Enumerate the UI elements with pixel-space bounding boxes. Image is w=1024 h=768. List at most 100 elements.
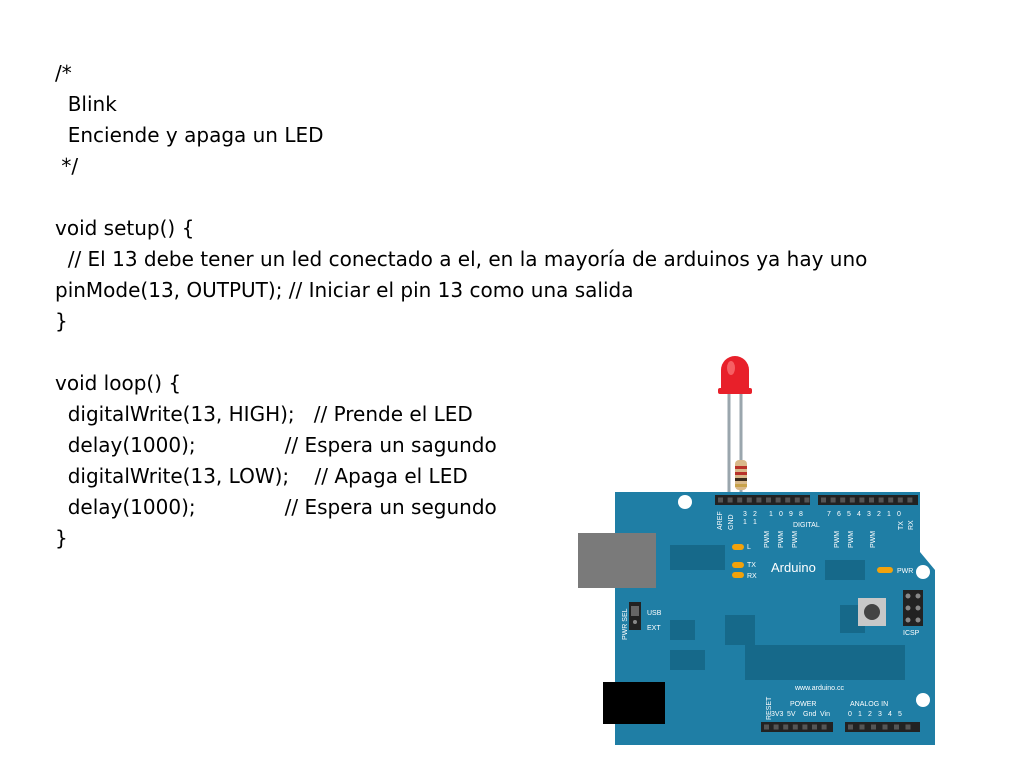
led-l-label: L — [747, 544, 751, 551]
header-pin-hole — [746, 497, 752, 503]
icsp-label: ICSP — [903, 630, 920, 637]
analog-in-label: ANALOG IN — [850, 701, 888, 708]
reset-label: RESET — [766, 696, 773, 720]
header-pin-hole — [794, 497, 800, 503]
usb-port — [578, 533, 656, 588]
pin-number-label: 1 — [769, 511, 773, 518]
led-l-indicator — [732, 544, 744, 550]
led-rx-label: RX — [747, 573, 757, 580]
arduino-board-diagram: Arduino www.arduino.cc DIGITAL L TX RX P… — [578, 356, 935, 745]
analog-pin-label: 3 — [878, 711, 882, 718]
header-pin-hole — [859, 497, 865, 503]
resistor-icon — [735, 460, 747, 490]
led-tx-indicator — [732, 562, 744, 568]
code-line: delay(1000); // Espera un sagundo — [55, 433, 497, 457]
header-pin-hole — [821, 497, 826, 503]
power-pin-label: Gnd — [803, 711, 816, 718]
pin-number-label: 3 — [743, 511, 747, 518]
header-pin-hole — [882, 724, 888, 730]
pwm-label: PWM — [778, 531, 785, 548]
pin-number-label: 0 — [897, 511, 901, 518]
code-line: /* — [55, 61, 72, 85]
pwm-label: PWM — [834, 531, 841, 548]
header-pin-hole — [764, 724, 769, 730]
mounting-hole — [678, 495, 692, 509]
pwr-sel-label: PWR SEL — [622, 608, 629, 640]
board-traces — [670, 545, 905, 680]
header-pin-hole — [830, 497, 836, 503]
code-line: Blink — [55, 92, 117, 116]
analog-pin-label: 2 — [868, 711, 872, 718]
code-line: } — [55, 309, 68, 333]
pin-number-label: 9 — [789, 511, 793, 518]
header-pin-hole — [727, 497, 733, 503]
header-pin-hole — [737, 497, 743, 503]
header-pin-hole — [756, 497, 762, 503]
icsp-pins — [905, 593, 921, 623]
code-line: */ — [55, 154, 79, 178]
code-line: void setup() { — [55, 216, 195, 240]
arduino-logo: Arduino — [771, 560, 816, 575]
pwr-sel-jumper — [629, 602, 641, 630]
header-pin-hole — [766, 497, 771, 503]
header-pin-hole — [718, 497, 723, 503]
pin-number-label: 4 — [857, 511, 861, 518]
header-pin-hole — [775, 497, 781, 503]
header-pin-hole — [894, 724, 899, 730]
icsp-header — [903, 590, 923, 626]
header-pin-hole — [907, 497, 913, 503]
pwm-label: PWM — [848, 531, 855, 548]
code-line: // El 13 debe tener un led conectado a e… — [55, 247, 868, 271]
reset-button-icon — [858, 598, 886, 626]
pin-number-label: 0 — [779, 511, 783, 518]
power-pin-label: 3V3 — [771, 711, 784, 718]
gnd-label: GND — [728, 514, 735, 530]
header-pin-hole — [773, 724, 779, 730]
code-line: digitalWrite(13, HIGH); // Prende el LED — [55, 402, 473, 426]
header-pin-hole — [848, 724, 853, 730]
pwm-label: PWM — [764, 531, 771, 548]
arduino-illustration: Arduino www.arduino.cc DIGITAL L TX RX P… — [575, 350, 935, 745]
code-line: Enciende y apaga un LED — [55, 123, 324, 147]
pwm-label: PWM — [792, 531, 799, 548]
pin-number-label: 3 — [867, 511, 871, 518]
header-pin-hole — [888, 497, 894, 503]
code-line — [55, 182, 955, 213]
pin-number-label: 1 — [743, 519, 747, 526]
led-rx-indicator — [732, 572, 744, 578]
led-tx-label: TX — [747, 562, 756, 569]
pin-number-label: 5 — [847, 511, 851, 518]
mounting-hole — [916, 565, 930, 579]
header-pin-hole — [804, 497, 810, 503]
code-line: digitalWrite(13, LOW); // Apaga el LED — [55, 464, 468, 488]
code-line: } — [55, 526, 68, 550]
header-pin-hole — [849, 497, 855, 503]
header-pin-hole — [840, 497, 846, 503]
led-pwr-indicator — [877, 567, 893, 573]
digital-header-right — [818, 495, 918, 505]
rx-pin-label: RX — [908, 520, 915, 530]
header-pin-hole — [859, 724, 865, 730]
digital-label: DIGITAL — [793, 522, 820, 529]
mounting-hole — [916, 693, 930, 707]
pin-number-label: 1 — [753, 519, 757, 526]
pin-number-label: 7 — [827, 511, 831, 518]
power-pin-label: 5V — [787, 711, 796, 718]
code-line: void loop() { — [55, 371, 182, 395]
power-jack — [603, 682, 665, 724]
code-line: delay(1000); // Espera un segundo — [55, 495, 497, 519]
header-pins — [764, 724, 911, 730]
ext-label: EXT — [647, 625, 661, 632]
power-pin-label: Vin — [820, 711, 830, 718]
red-led-icon — [718, 356, 752, 394]
pin-number-label: 2 — [877, 511, 881, 518]
analog-pin-label: 4 — [888, 711, 892, 718]
header-pin-hole — [905, 724, 911, 730]
header-pin-hole — [783, 724, 789, 730]
pin-number-label: 2 — [753, 511, 757, 518]
header-pin-hole — [871, 724, 876, 730]
